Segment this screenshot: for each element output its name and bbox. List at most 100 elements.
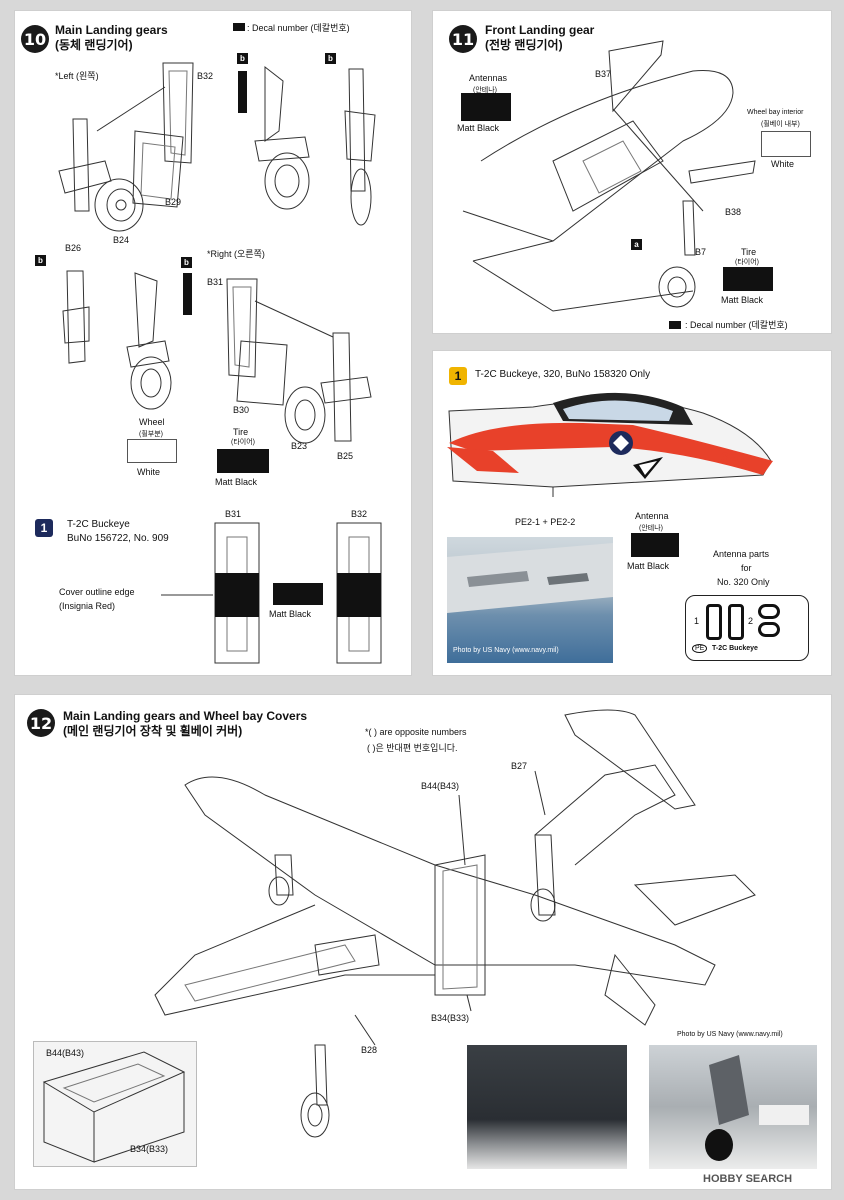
antennas-color: Matt Black xyxy=(457,123,500,133)
cover-outline-sub: (Insignia Red) xyxy=(59,601,116,611)
part-b28: B28 xyxy=(361,1045,378,1055)
decal-tag-b-1: b xyxy=(237,53,248,64)
pe-fret: 1 2 PE T-2C Buckeye xyxy=(685,595,809,661)
cover-matt-black-swatch xyxy=(273,583,323,605)
step-number-10: 10 xyxy=(21,25,49,53)
decal-legend-swatch-11 xyxy=(669,321,681,329)
decal-tag-b-4: b xyxy=(181,257,192,268)
part-b7: B7 xyxy=(695,247,707,257)
part-b30: B30 xyxy=(233,405,250,415)
part-b44: B44(B43) xyxy=(421,781,460,791)
photo-wheel-bay-2 xyxy=(649,1045,817,1169)
antenna-color: Matt Black xyxy=(627,561,670,571)
option-cover-line1: T-2C Buckeye xyxy=(67,519,130,530)
bay-label: Wheel bay interior xyxy=(747,109,804,116)
part-b26: B26 xyxy=(65,243,82,253)
watermark: HOBBY SEARCH xyxy=(703,1173,793,1185)
tire-label-ko: (타이어) xyxy=(231,439,255,446)
aircraft-profile-art xyxy=(447,392,773,497)
antenna-parts-1: Antenna parts xyxy=(713,549,770,559)
right-label: *Right (오른쪽) xyxy=(207,249,265,259)
photo-underside: Photo by US Navy (www.navy.mil) xyxy=(447,537,613,663)
pe-part-2a xyxy=(758,604,780,619)
photo-wheel-bay-1 xyxy=(467,1045,627,1169)
tire11-swatch xyxy=(723,267,773,291)
antennas-swatch xyxy=(461,93,511,121)
cover-b31: B31 xyxy=(225,509,242,519)
pe-part-1 xyxy=(706,604,722,640)
part-b38: B38 xyxy=(725,207,742,217)
pe-num-2: 2 xyxy=(748,616,754,626)
antennas-label-ko: (안테나) xyxy=(473,87,497,94)
decal-tag-a: a xyxy=(631,239,642,250)
part-b32: B32 xyxy=(197,71,214,81)
wheel-label-ko: (휠부분) xyxy=(139,431,163,438)
cover-black-right xyxy=(337,573,381,617)
step-number-12: 12 xyxy=(27,709,55,737)
profile-header: T-2C Buckeye, 320, BuNo 158320 Only xyxy=(475,369,651,380)
pe-part-2b xyxy=(758,622,780,637)
decal-tag-b-3: b xyxy=(35,255,46,266)
nose-number: 320 xyxy=(721,449,745,465)
antenna-swatch xyxy=(631,533,679,557)
part-b34: B34(B33) xyxy=(431,1013,470,1023)
part-b23: B23 xyxy=(291,441,308,451)
tire11-label-ko: (타이어) xyxy=(735,259,759,266)
option-1-badge-navy: 1 xyxy=(35,519,53,537)
part-b27: B27 xyxy=(511,761,528,771)
step-11-line-art xyxy=(462,40,756,312)
wheel-label: Wheel xyxy=(139,417,165,427)
inset-wheel-bay-detail: B44(B43) B34(B33) xyxy=(33,1041,197,1167)
cover-black-left xyxy=(215,573,259,617)
antenna-parts-2: for xyxy=(741,563,752,573)
part-b37: B37 xyxy=(595,69,612,79)
tire-color-swatch xyxy=(217,449,269,473)
antenna-label-ko: (안테나) xyxy=(639,525,663,532)
note-opposite-1: *( ) are opposite numbers xyxy=(365,727,467,737)
cover-b32: B32 xyxy=(351,509,368,519)
step-10-panel: 10 Main Landing gears (동체 랜딩기어) : Decal … xyxy=(14,10,412,676)
step-10-title: Main Landing gears (동체 랜딩기어) xyxy=(55,23,168,52)
tire11-label: Tire xyxy=(741,247,757,257)
pe-num-1: 1 xyxy=(694,616,700,626)
wheel-color-label: White xyxy=(137,467,161,477)
part-b31: B31 xyxy=(207,277,224,287)
decal-tag-b-2: b xyxy=(325,53,336,64)
step-12-line-art xyxy=(154,709,756,1138)
part-b25: B25 xyxy=(337,451,354,461)
tire-color-label: Matt Black xyxy=(215,477,258,487)
photo-credit-12: Photo by US Navy (www.navy.mil) xyxy=(677,1031,783,1038)
inset-b44: B44(B43) xyxy=(46,1048,85,1058)
step-11-panel: 11 Front Landing gear (전방 랜딩기어) Antennas… xyxy=(432,10,832,334)
pe-part-1b xyxy=(728,604,744,640)
bay-swatch xyxy=(761,131,811,157)
step-10-line-art xyxy=(58,62,382,664)
step-12-title: Main Landing gears and Wheel bay Covers … xyxy=(63,709,308,738)
bay-label-ko: (휠베이 내부) xyxy=(761,121,800,128)
decal-legend-text: : Decal number (데칼번호) xyxy=(247,23,350,33)
antenna-parts-3: No. 320 Only xyxy=(717,577,770,587)
left-label: *Left (왼쪽) xyxy=(55,71,99,81)
pe-badge: PE xyxy=(692,644,708,653)
part-b24: B24 xyxy=(113,235,130,245)
antenna-label: Antenna xyxy=(635,511,669,521)
option-1-profile-panel: 1 T-2C Buckeye, 320, BuNo 158320 Only 32… xyxy=(432,350,832,676)
bay-color: White xyxy=(771,159,795,169)
antennas-label: Antennas xyxy=(469,73,508,83)
step-number-11: 11 xyxy=(449,25,477,53)
decal-legend-swatch xyxy=(233,23,245,31)
cover-matt-black-label: Matt Black xyxy=(269,609,312,619)
pe-caption: T-2C Buckeye xyxy=(712,645,758,652)
step-11-title: Front Landing gear (전방 랜딩기어) xyxy=(485,23,595,52)
option-1-badge-yellow: 1 xyxy=(449,367,467,385)
decal-legend-text-11: : Decal number (데칼번호) xyxy=(685,320,788,330)
wheel-color-swatch xyxy=(127,439,177,463)
note-opposite-2: ( )은 반대편 번호입니다. xyxy=(367,743,458,753)
pe-label: PE2-1 + PE2-2 xyxy=(515,517,576,527)
option-cover-line2: BuNo 156722, No. 909 xyxy=(67,533,169,544)
photo-credit-profile: Photo by US Navy (www.navy.mil) xyxy=(453,647,559,654)
tire-label: Tire xyxy=(233,427,249,437)
step-12-panel: 12 Main Landing gears and Wheel bay Cove… xyxy=(14,694,832,1190)
inset-b34: B34(B33) xyxy=(130,1144,169,1154)
cover-outline-label: Cover outline edge xyxy=(59,587,135,597)
